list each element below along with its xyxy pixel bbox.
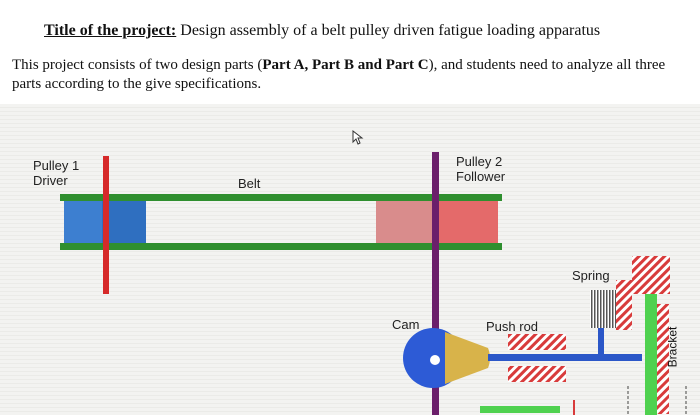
title-label: Title of the project:: [44, 22, 177, 39]
bracket-top-hatch: [632, 256, 670, 294]
label-pulley-2: Pulley 2 Follower: [456, 154, 505, 184]
label-spring: Spring: [572, 268, 610, 283]
cursor-icon: [352, 129, 364, 145]
pulley-2-light: [376, 201, 434, 243]
label-pulley-2-line1: Pulley 2: [456, 154, 503, 169]
bracket-side-hatch: [657, 304, 669, 414]
label-cam: Cam: [392, 317, 420, 332]
intro-parts: Part A, Part B and Part C: [262, 57, 429, 73]
bracket-post: [645, 268, 657, 415]
push-rod: [488, 354, 642, 361]
label-pulley-2-line2: Follower: [456, 169, 506, 184]
cam-lobe: [445, 332, 490, 384]
project-title: Title of the project: Design assembly of…: [44, 22, 600, 40]
spring-coil: [590, 290, 616, 328]
cam-center: [430, 355, 440, 365]
driver-shaft: [103, 156, 109, 294]
spring-mount: [616, 280, 632, 330]
label-pulley-1-line1: Pulley 1: [33, 158, 80, 173]
follower-shaft: [432, 152, 439, 415]
apparatus-diagram: Pulley 1 Driver Belt Pulley 2 Follower S…: [0, 104, 700, 415]
label-pulley-1-line2: Driver: [33, 173, 68, 188]
label-belt: Belt: [238, 176, 261, 191]
belt-bottom: [60, 243, 502, 250]
rod-guide-top: [508, 334, 566, 350]
pulley-1-shade: [102, 201, 146, 243]
intro-part2: ), and students need to analyze all thre…: [12, 57, 666, 92]
intro-paragraph: This project consists of two design part…: [12, 56, 672, 94]
spring-support: [598, 326, 604, 358]
document-text: Title of the project: Design assembly of…: [0, 0, 700, 104]
label-push-rod: Push rod: [486, 319, 539, 334]
base-bar: [480, 406, 560, 413]
rod-guide-bottom: [508, 366, 566, 382]
title-text: Design assembly of a belt pulley driven …: [176, 22, 601, 39]
label-bracket: Bracket: [665, 326, 680, 368]
intro-part1: This project consists of two design part…: [12, 57, 263, 73]
label-pulley-1: Pulley 1 Driver: [33, 158, 79, 188]
belt-top: [60, 194, 502, 201]
diagram-drawing: [60, 129, 687, 415]
